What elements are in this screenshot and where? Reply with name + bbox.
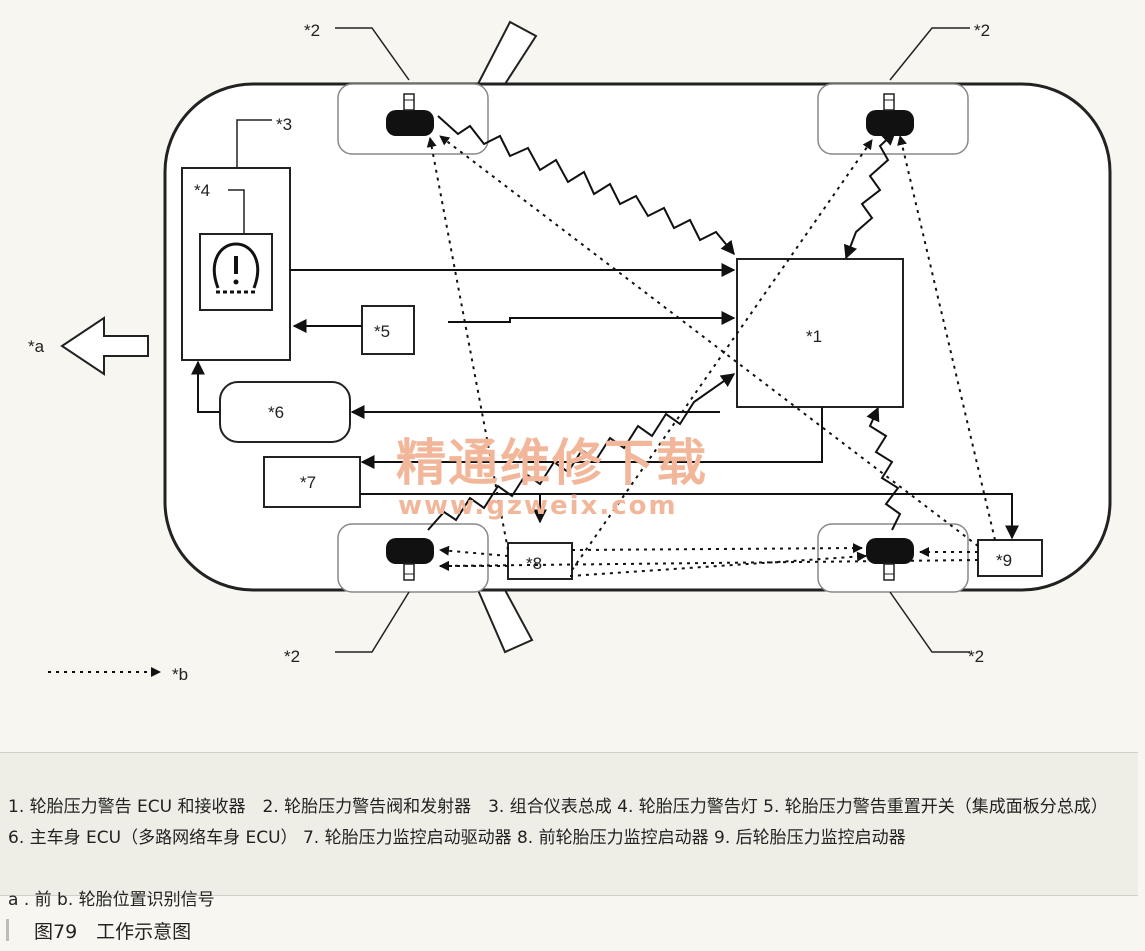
caption-text: 图79 工作示意图 xyxy=(34,921,192,943)
tire-valve-fl xyxy=(386,93,434,136)
front-wheel-left xyxy=(476,20,538,85)
label-front-arrow: *a xyxy=(28,337,45,356)
label-warning-light: *4 xyxy=(194,181,210,200)
tire-pressure-warning-icon xyxy=(212,242,260,294)
front-wheel-right xyxy=(476,589,534,654)
activation-driver-box xyxy=(263,456,361,508)
label-meter: *3 xyxy=(276,115,292,134)
legend-symbols: a . 前 b. 轮胎位置识别信号 xyxy=(8,890,215,910)
legend-components: 1. 轮胎压力警告 ECU 和接收器 2. 轮胎压力警告阀和发射器 3. 组合仪… xyxy=(8,797,1108,848)
solid-signal-lines xyxy=(191,263,1019,540)
front-activator-box xyxy=(507,542,573,580)
reset-switch-box xyxy=(361,305,415,355)
figure-caption: 图79 工作示意图 xyxy=(0,905,400,945)
wireless-signal-lines xyxy=(427,115,902,531)
label-tire-rr: *2 xyxy=(968,647,984,666)
label-rear-activator: *9 xyxy=(996,551,1012,570)
label-body-ecu: *6 xyxy=(268,403,284,422)
legend-panel: 1. 轮胎压力警告 ECU 和接收器 2. 轮胎压力警告阀和发射器 3. 组合仪… xyxy=(0,752,1138,910)
main-body-ecu-box xyxy=(219,381,351,443)
label-signal-legend: *b xyxy=(172,665,188,684)
rear-activator-box xyxy=(977,539,1043,577)
tpms-ecu-receiver-box xyxy=(736,258,904,408)
watermark-url: www.gzweix.com xyxy=(398,491,678,521)
label-reset-switch: *5 xyxy=(374,322,390,341)
label-ecu: *1 xyxy=(806,327,822,346)
legend-text: 1. 轮胎压力警告 ECU 和接收器 2. 轮胎压力警告阀和发射器 3. 组合仪… xyxy=(8,761,1128,947)
label-tire-fr: *2 xyxy=(974,21,990,40)
tire-valve-rl xyxy=(386,538,434,581)
position-id-signal-lines xyxy=(426,135,996,577)
front-direction-arrow xyxy=(60,316,149,376)
label-front-activator: *8 xyxy=(526,554,542,573)
tire-valve-rr xyxy=(866,538,914,581)
watermark-title: 精通维修下载 xyxy=(396,434,708,492)
label-tire-rl: *2 xyxy=(284,647,300,666)
label-activation-driver: *7 xyxy=(300,473,316,492)
tire-valve-fr xyxy=(866,93,914,136)
label-tire-fl: *2 xyxy=(304,21,320,40)
caption-marker xyxy=(6,919,9,941)
tpms-system-diagram: *2 *2 *2 *2 *3 *4 *5 *6 *7 *1 *8 *9 xyxy=(28,20,1112,684)
